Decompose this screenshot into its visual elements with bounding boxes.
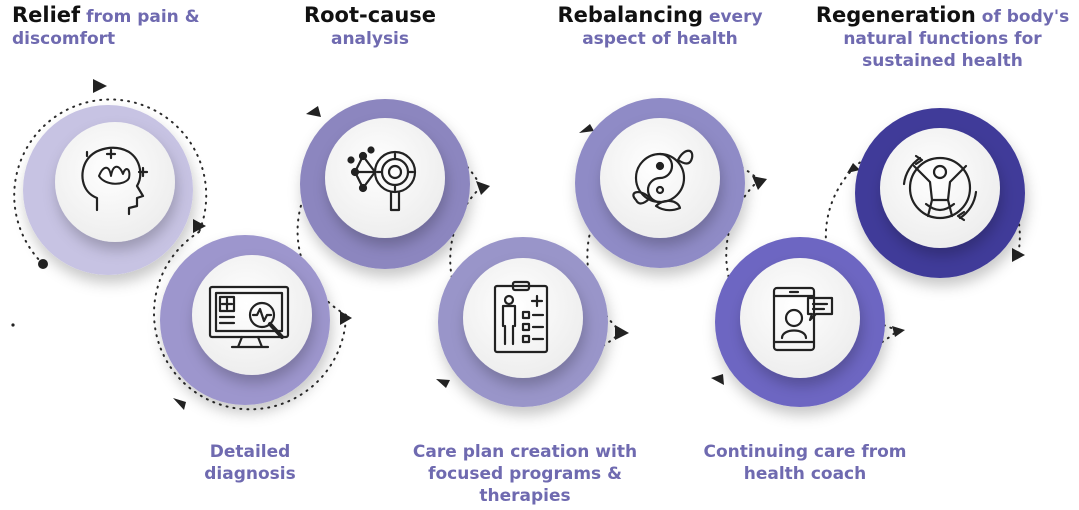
label-relief: Relief from pain & discomfort [12, 4, 252, 50]
label-relief-line2: discomfort [12, 29, 116, 49]
label-regeneration-line1: of body's [981, 7, 1070, 27]
label-diagnosis-line2: diagnosis [204, 464, 296, 484]
label-diagnosis: Detailed diagnosis [160, 441, 340, 485]
label-coach-line1: Continuing care from [703, 442, 907, 462]
step-4-node [438, 237, 608, 407]
yin-yang-leaf-icon [632, 149, 694, 212]
step-5-node [575, 98, 745, 268]
wellbeing-figure-icon [902, 154, 978, 222]
head-lotus-icon [81, 146, 149, 216]
label-regeneration: Regeneration of body's natural functions… [806, 4, 1079, 72]
label-rebalancing-title: Rebalancing [557, 3, 704, 27]
label-relief-title: Relief [12, 3, 81, 27]
label-careplan-line1: Care plan creation with [412, 442, 638, 462]
label-regeneration-line2: natural functions for [843, 29, 1042, 49]
network-magnifier-icon [347, 146, 417, 212]
orbit-1 [13, 98, 208, 265]
step-7-node [855, 108, 1025, 278]
label-rebalancing-line1: every [708, 7, 763, 27]
label-careplan: Care plan creation with focused programs… [400, 441, 650, 507]
step-2-node [160, 235, 330, 405]
arrowheads [93, 79, 1025, 410]
orbit-2 [153, 231, 347, 411]
label-rebalancing-line2: aspect of health [582, 29, 738, 49]
label-coach: Continuing care from health coach [690, 441, 920, 485]
step-1-node [23, 105, 193, 275]
label-rebalancing: Rebalancing every aspect of health [540, 4, 780, 50]
label-coach-line2: health coach [743, 464, 867, 484]
label-rootcause: Root-cause analysis [270, 4, 470, 50]
phone-chat-icon [772, 286, 834, 352]
monitor-diagnosis-icon [208, 285, 290, 349]
label-regeneration-title: Regeneration [815, 3, 976, 27]
clipboard-body-icon [493, 280, 549, 354]
label-diagnosis-line1: Detailed [209, 442, 291, 462]
label-relief-line1: from pain & [86, 7, 200, 27]
small-dot [11, 323, 15, 327]
label-rootcause-title: Root-cause [303, 3, 437, 27]
label-regeneration-line3: sustained health [862, 51, 1023, 71]
step-3-node [300, 99, 470, 269]
label-rootcause-line2: analysis [330, 29, 410, 49]
start-dot [38, 259, 48, 269]
label-careplan-line3: therapies [479, 486, 571, 506]
label-careplan-line2: focused programs & [428, 464, 622, 484]
